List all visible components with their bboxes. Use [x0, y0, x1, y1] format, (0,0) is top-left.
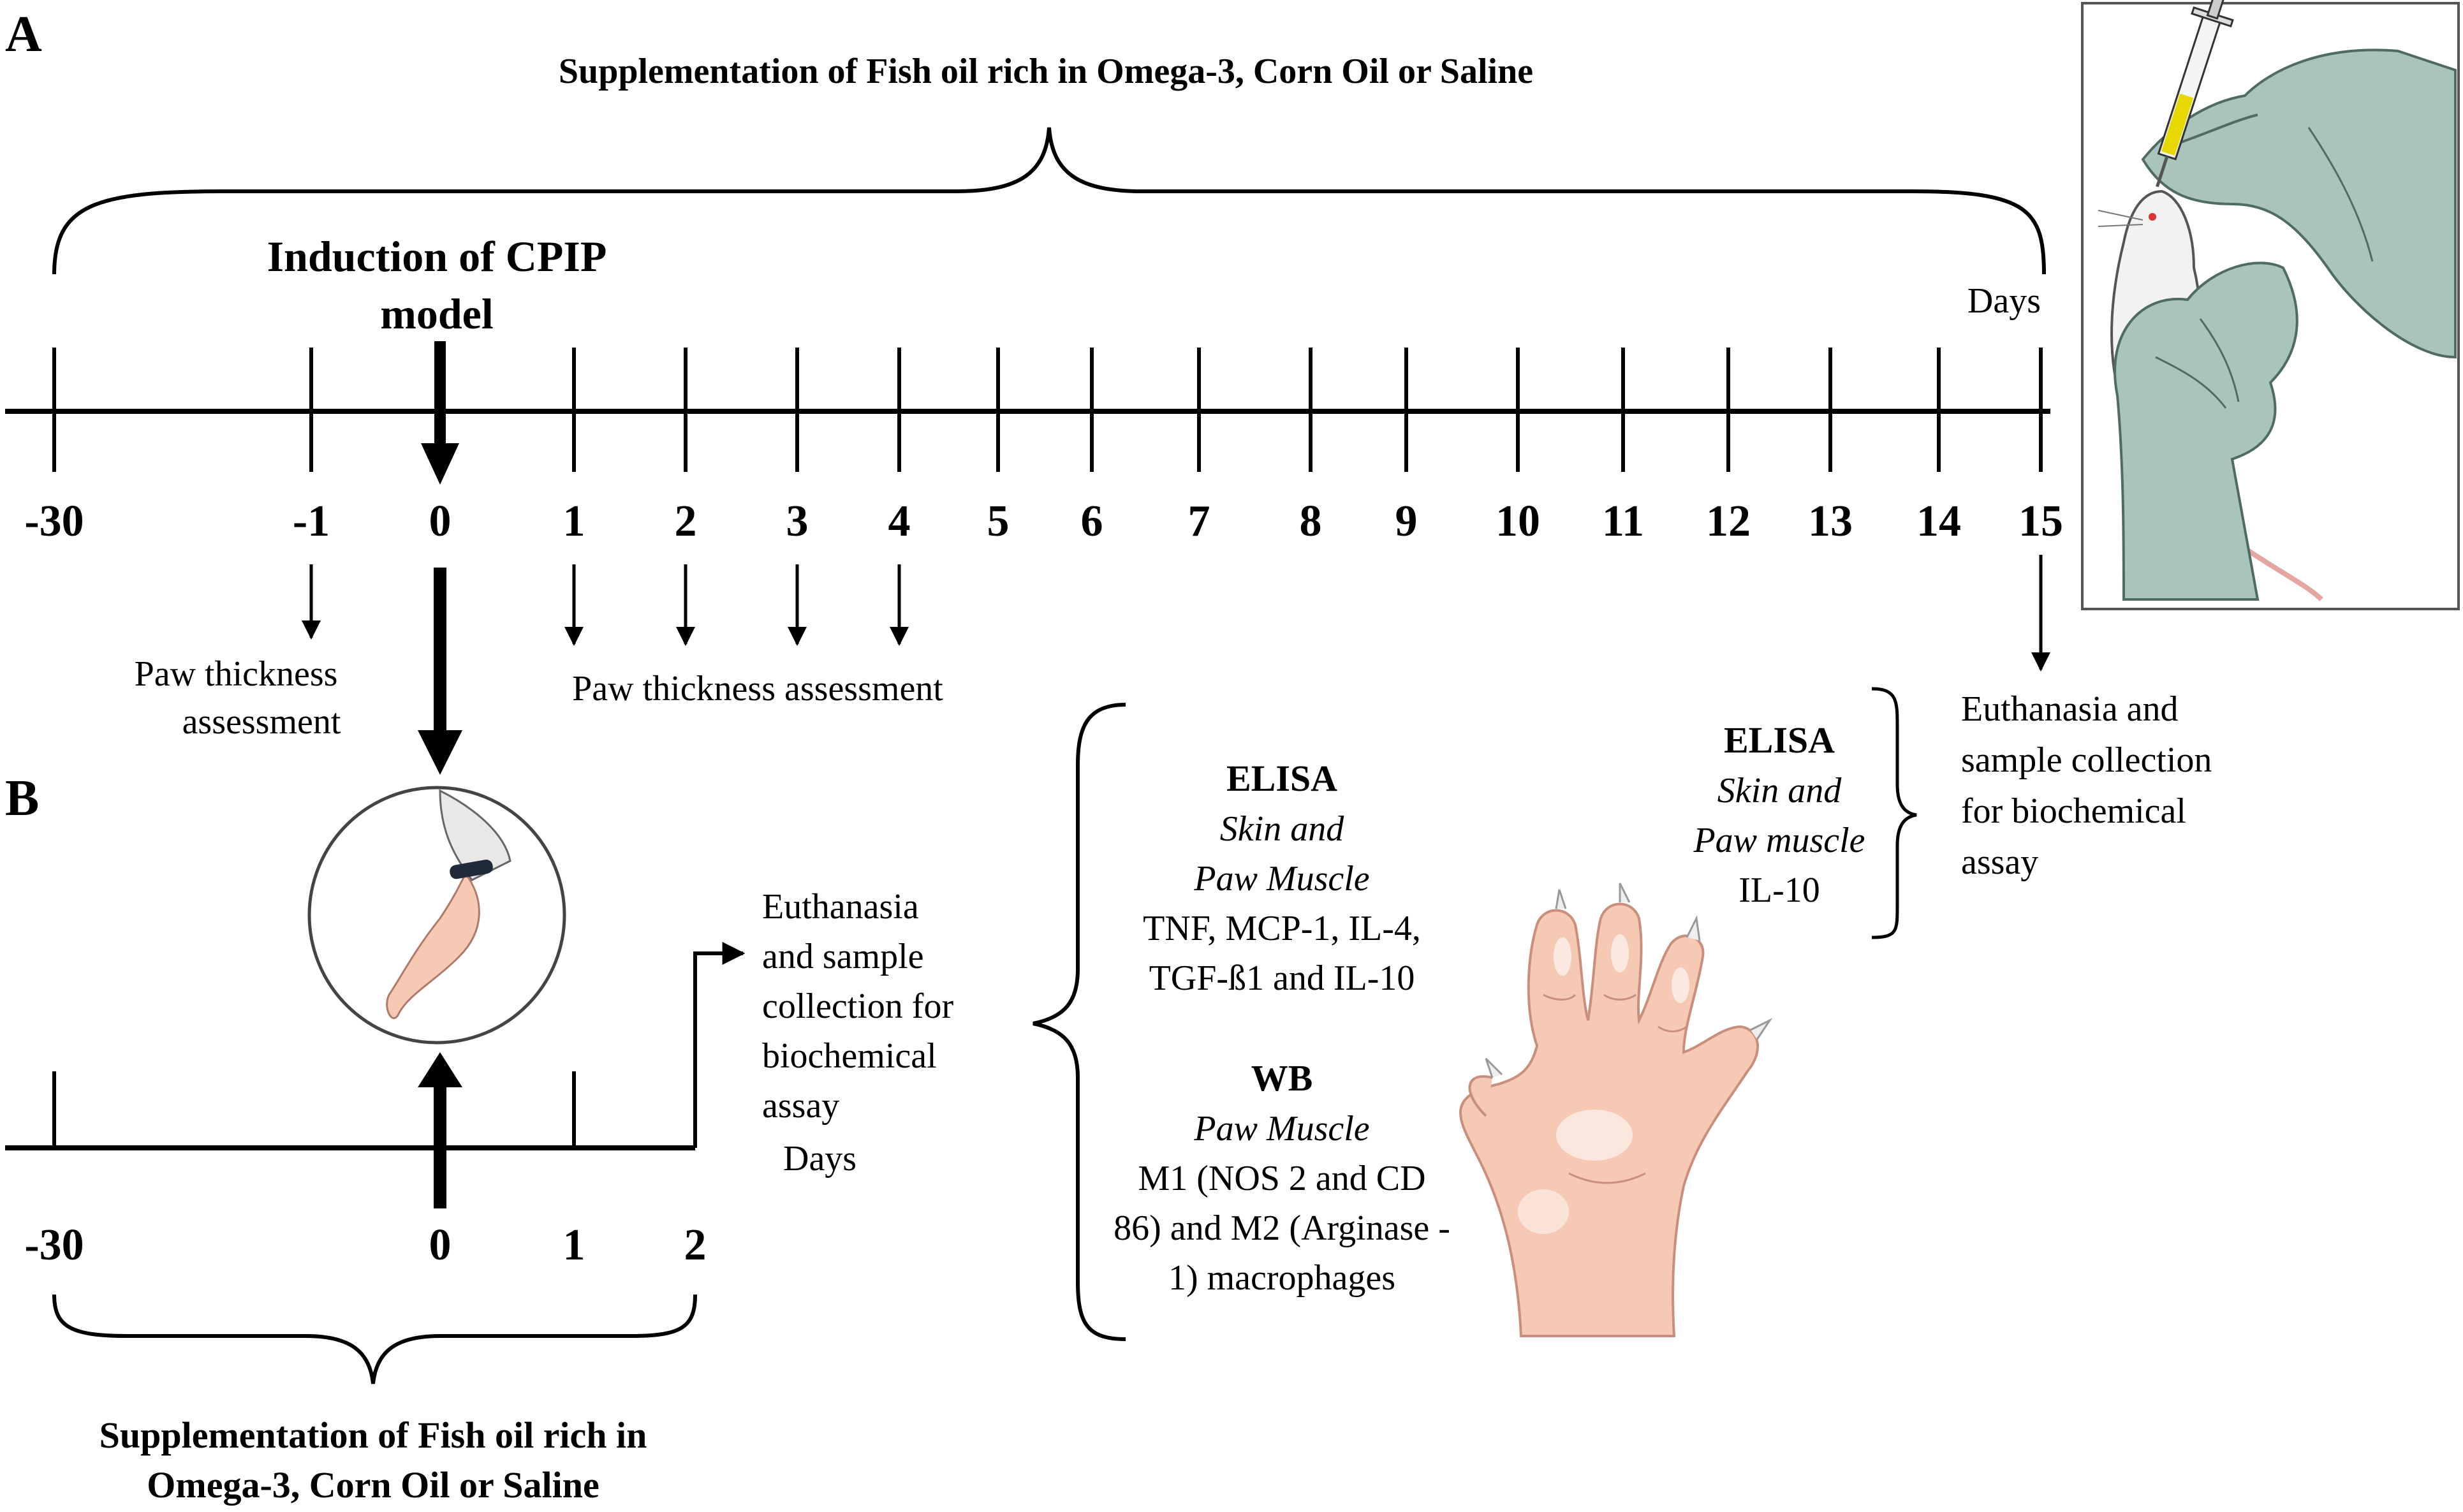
induction-down-arrow-head [418, 730, 462, 775]
panel-a-tick-label: 2 [675, 497, 697, 546]
induction-label-line1: Induction of CPIP [267, 232, 607, 281]
panel-b-elisa-line3: TNF, MCP-1, IL-4, [1143, 909, 1421, 948]
induction-arrow-head [421, 443, 459, 485]
panel-a-brace [52, 127, 2046, 275]
panel-a-tick-label: 1 [563, 497, 585, 546]
panel-b-wb-line4: 1) macrophages [1168, 1258, 1395, 1298]
panel-a-tick-label: 4 [888, 497, 911, 546]
panel-a-tick-label: 13 [1808, 497, 1853, 546]
panel-b-euth-line5: assay [762, 1086, 839, 1126]
panel-b-bottom-brace [52, 1294, 697, 1384]
panel-b-tick-labels: -30 0 1 2 [24, 1221, 706, 1270]
panel-a-ticks [52, 348, 2043, 472]
panel-a-days-label: Days [1967, 281, 2041, 321]
panel-a-elisa-line1: Skin and [1717, 771, 1842, 811]
panel-b-wb-line1: Paw Muscle [1193, 1109, 1369, 1149]
panel-b-euth-line2: and sample [762, 937, 923, 976]
panel-a-tick-label: 0 [429, 497, 452, 546]
panel-a-tick-label: -1 [293, 497, 330, 546]
induction-label-line2: model [380, 290, 494, 338]
panel-b-tick-label: 1 [563, 1221, 585, 1270]
panel-a-tick-label: 15 [2018, 497, 2063, 546]
panel-a-elisa-title: ELISA [1724, 719, 1835, 761]
paw-mid-label: Paw thickness assessment [572, 669, 943, 708]
panel-a-tick-label: 9 [1395, 497, 1418, 546]
lower-glove-icon [2114, 261, 2298, 601]
panel-b-euth-line1: Euthanasia [762, 887, 919, 927]
panel-b-letter: B [5, 770, 39, 826]
injection-site-illustration [307, 786, 566, 1045]
panel-b-analysis-brace [1033, 703, 1126, 1341]
panel-a-tick-label: 11 [1602, 497, 1644, 546]
panel-a-tick-label: 8 [1300, 497, 1322, 546]
panel-b-elisa-line1: Skin and [1220, 809, 1344, 849]
paw-left-line1: Paw thickness [135, 654, 338, 694]
panel-a-tick-label: 7 [1188, 497, 1210, 546]
forearm-icon [386, 872, 480, 1020]
panel-b-wb-title: WB [1251, 1057, 1313, 1099]
syringe-icon [2156, 0, 2234, 187]
panel-a-supplementation-title: Supplementation of Fish oil rich in Omeg… [559, 52, 1533, 91]
panel-a-elisa-line3: IL-10 [1739, 870, 1820, 910]
panel-a-euth-line3: for biochemical [1961, 791, 2186, 831]
panel-b-days-label: Days [783, 1139, 857, 1178]
panel-a-tick-label: 12 [1706, 497, 1751, 546]
panel-a-euth-line4: assay [1961, 842, 2038, 882]
panel-a-tick-label: 5 [987, 497, 1010, 546]
panel-b-wb-line2: M1 (NOS 2 and CD [1138, 1159, 1425, 1198]
panel-a-euth-line1: Euthanasia and [1961, 689, 2179, 729]
panel-b-ticks [52, 1071, 697, 1148]
panel-b-tick-label: 0 [429, 1221, 452, 1270]
panel-b-supp-line2: Omega-3, Corn Oil or Saline [147, 1464, 599, 1506]
panel-a-euth-line2: sample collection [1961, 740, 2212, 780]
paw-left-line2: assessment [182, 702, 341, 742]
panel-b-supp-line1: Supplementation of Fish oil rich in [99, 1414, 647, 1456]
panel-b-euth-line3: collection for [762, 987, 953, 1026]
panel-b-tick-label: 2 [684, 1221, 707, 1270]
panel-b-elisa-title: ELISA [1226, 758, 1337, 799]
panel-a-elisa-line2: Paw muscle [1693, 821, 1865, 860]
panel-a-tick-label: 14 [1916, 497, 1961, 546]
panel-a-tick-label: 10 [1496, 497, 1540, 546]
panel-a-elisa-brace [1871, 687, 1917, 939]
panel-b-euth-arrow [693, 942, 746, 1148]
panel-a-tick-label: 6 [1081, 497, 1103, 546]
panel-a-tick-label: 3 [786, 497, 809, 546]
panel-a-tick-label: -30 [24, 497, 84, 546]
gavage-illustration [2081, 0, 2460, 610]
wristband-icon [450, 860, 493, 879]
panel-b-euth-line4: biochemical [762, 1036, 937, 1076]
injection-circle [307, 786, 566, 1045]
rat-paw-illustration [1459, 883, 1773, 1337]
panel-b-elisa-line2: Paw Muscle [1193, 859, 1369, 899]
panel-b-tick-label: -30 [24, 1221, 84, 1270]
panel-b-elisa-line4: TGF-ß1 and IL-10 [1149, 958, 1415, 998]
panel-a-letter: A [5, 6, 42, 62]
panel-b-up-arrow-head [418, 1052, 462, 1087]
panel-b-wb-line3: 86) and M2 (Arginase - [1114, 1208, 1450, 1248]
